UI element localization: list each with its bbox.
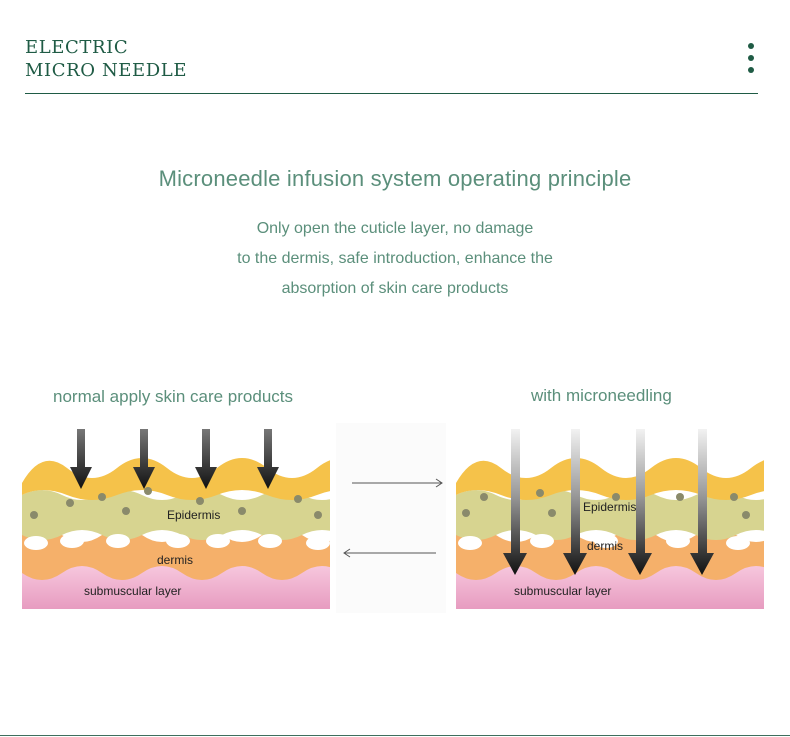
arrow-down-icon: [195, 429, 217, 489]
description-line-1: Only open the cuticle layer, no damage: [256, 220, 534, 237]
arrow-right-icon-head: [435, 478, 443, 488]
arrow-down-icon: [70, 429, 92, 489]
skin-diagram-microneedling: Epidermis dermis submuscular layer: [456, 423, 764, 609]
label-dermis: dermis: [157, 553, 194, 567]
label-submuscular: submuscular layer: [84, 584, 182, 598]
brand-line-2: MICRO NEEDLE: [25, 60, 188, 81]
arrow-left-icon-head: [343, 548, 351, 558]
caption-microneedling: with microneedling: [531, 386, 672, 405]
label-epidermis: Epidermis: [583, 500, 637, 514]
needle-arrow-icon: [628, 429, 652, 575]
direction-arrows: [336, 423, 446, 613]
menu-dot: [748, 43, 754, 49]
menu-dot: [748, 55, 754, 61]
needle-arrow-icon: [563, 429, 587, 575]
description-line-2: to the dermis, safe introduction, enhanc…: [237, 250, 553, 267]
label-dermis: dermis: [587, 539, 624, 553]
menu-dot: [748, 67, 754, 73]
needle-arrow-icon: [503, 429, 527, 575]
label-epidermis: Epidermis: [167, 508, 221, 522]
arrow-down-icon: [257, 429, 279, 489]
needle-arrow-icon: [690, 429, 714, 575]
brand-logo[interactable]: ELECTRIC MICRO NEEDLE: [25, 36, 187, 82]
description-line-3: absorption of skin care products: [281, 280, 509, 297]
label-submuscular: submuscular layer: [514, 584, 612, 598]
skin-layers-illustration-microneedling: [456, 423, 764, 609]
skin-diagram-normal: Epidermis dermis submuscular layer: [22, 423, 330, 609]
vertical-dots-icon[interactable]: [742, 43, 760, 73]
skin-layers-illustration-normal: [22, 423, 330, 609]
footer-divider: [0, 735, 790, 736]
brand-line-1: ELECTRIC: [25, 37, 129, 58]
caption-normal: normal apply skin care products: [53, 387, 294, 406]
section-title: Microneedle infusion system operating pr…: [158, 166, 632, 191]
arrow-down-icon: [133, 429, 155, 489]
header-divider: [25, 93, 758, 94]
